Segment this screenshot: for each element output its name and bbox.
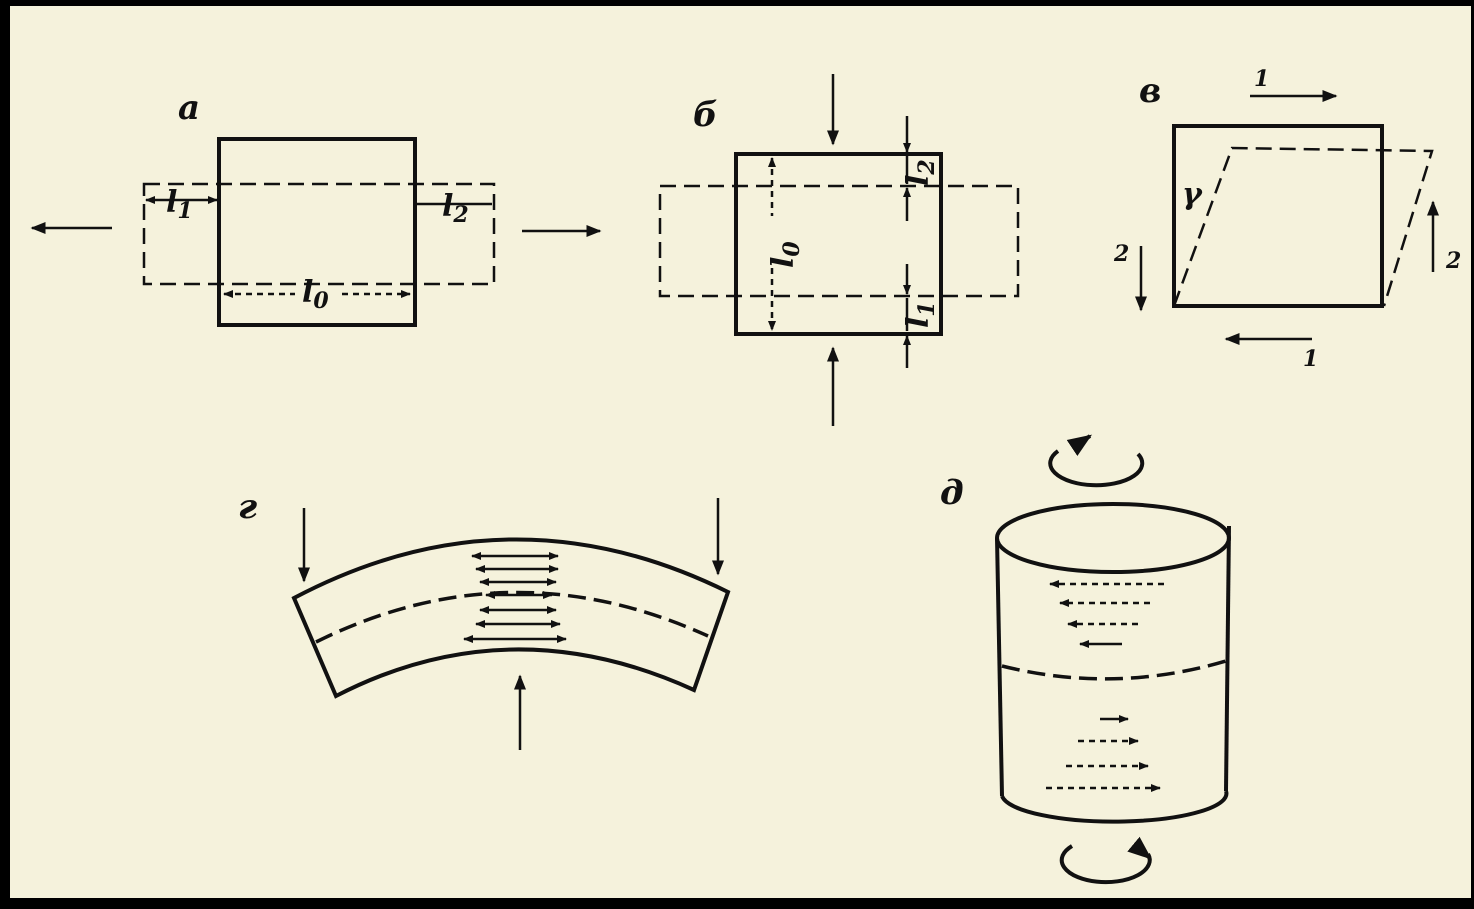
panel-a-original-body bbox=[217, 137, 417, 327]
panel-d-bottom-rotation-head bbox=[1127, 836, 1152, 860]
deformation-diagram: а l1 l2 l0 б l0 l2 l1 в γ bbox=[30, 66, 1461, 885]
panel-d-lower-stress-arrows bbox=[1046, 715, 1161, 792]
panel-d-top-rotation-head bbox=[1066, 434, 1092, 456]
panel-d-torsion: д bbox=[940, 434, 1231, 885]
panel-d-cylinder-left-side bbox=[995, 537, 1004, 797]
panel-d-top-rotation-arrow bbox=[1048, 449, 1145, 488]
panel-g-bending: г bbox=[238, 487, 731, 750]
panel-g-bent-beam bbox=[291, 537, 731, 699]
panel-a-deformed-outline bbox=[142, 182, 496, 286]
panel-v-top-force-label: 1 bbox=[1254, 66, 1269, 92]
panel-a-label: а bbox=[178, 88, 200, 128]
panel-v-right-force-label: 2 bbox=[1445, 248, 1461, 274]
panel-b-original-body bbox=[734, 152, 943, 336]
panel-v-shear: в γ 1 1 2 2 bbox=[1113, 66, 1461, 372]
panel-b-compression: б l0 l2 l1 bbox=[658, 74, 1020, 426]
panel-g-label: г bbox=[238, 487, 257, 527]
panel-d-bottom-rotation-arrow bbox=[1059, 844, 1152, 885]
panel-a-l2-symbol: l2 bbox=[442, 189, 469, 228]
panel-a-l0-symbol: l0 bbox=[302, 275, 329, 314]
panel-d-cylinder-right-side bbox=[1224, 525, 1231, 792]
panel-v-gamma-symbol: γ bbox=[1182, 177, 1203, 212]
panel-g-neutral-axis bbox=[315, 590, 709, 644]
panel-d-cylinder-top bbox=[995, 502, 1231, 574]
panel-b-l1-symbol: l1 bbox=[901, 301, 940, 328]
panel-b-l0-symbol: l0 bbox=[766, 241, 805, 268]
panel-a-l1-symbol: l1 bbox=[166, 185, 193, 224]
panel-d-label: д bbox=[940, 473, 964, 513]
panel-v-sheared-outline bbox=[1172, 146, 1434, 307]
panel-b-l2-symbol: l2 bbox=[901, 159, 940, 186]
panel-g-stress-arrows bbox=[463, 552, 567, 643]
panel-v-label: в bbox=[1139, 71, 1161, 111]
panel-v-left-force-label: 2 bbox=[1113, 241, 1129, 267]
panel-v-original-body bbox=[1172, 124, 1384, 308]
panel-d-upper-stress-arrows bbox=[1049, 580, 1164, 648]
panel-d-cylinder-bottom bbox=[1000, 790, 1229, 824]
panel-b-label: б bbox=[693, 95, 718, 135]
panel-b-deformed-outline bbox=[658, 184, 1020, 298]
panel-v-bottom-force-label: 1 bbox=[1303, 346, 1318, 372]
panel-d-midsection bbox=[1001, 659, 1227, 681]
panel-a-tension: а l1 l2 l0 bbox=[30, 88, 602, 327]
